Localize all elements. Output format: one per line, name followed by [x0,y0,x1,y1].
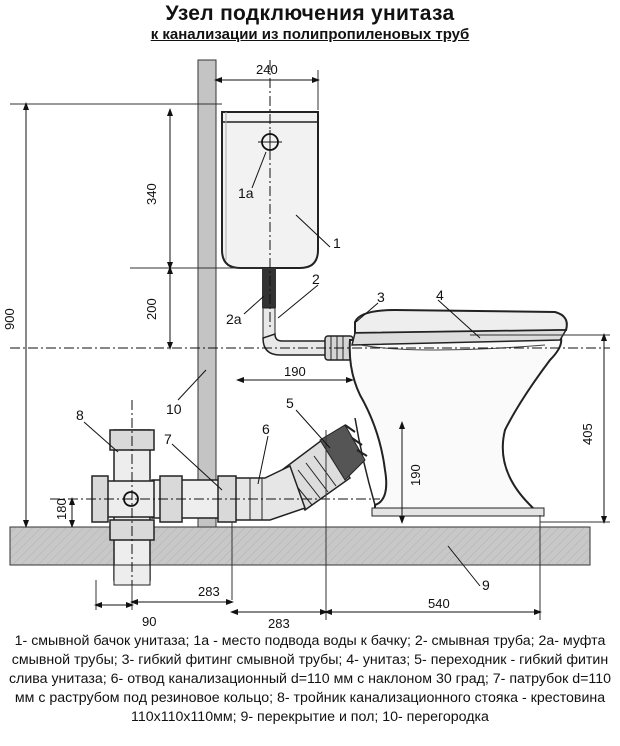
dim-200: 200 [144,298,159,320]
label-2: 2 [312,271,320,287]
label-6: 6 [262,421,270,437]
dimension-lines [23,77,607,615]
partition-wall [197,59,217,528]
dim-283-b: 283 [268,616,290,630]
dim-180: 180 [54,498,69,520]
axis-lines [10,60,610,610]
dim-900: 900 [2,308,17,330]
toilet-bowl [348,308,568,517]
dim-190-vertical: 190 [408,464,423,486]
label-3: 3 [377,289,385,305]
dim-340: 340 [144,183,159,205]
label-8: 8 [76,407,84,423]
dim-190-horizontal: 190 [284,364,306,379]
dim-240: 240 [256,62,278,77]
label-1: 1 [333,235,341,251]
label-1a: 1а [238,185,254,201]
label-7: 7 [164,431,172,447]
dim-405: 405 [580,423,595,445]
label-2a: 2а [226,311,242,327]
leader-lines [83,151,481,587]
diagram-subtitle: к канализации из полипропиленовых труб [150,26,470,43]
dim-283-a: 283 [198,584,220,599]
label-10: 10 [166,401,182,417]
label-5: 5 [286,395,294,411]
label-4: 4 [436,287,444,303]
diagram-title: Узел подключения унитаза [165,2,455,25]
dim-90: 90 [142,614,156,629]
dim-540: 540 [428,596,450,611]
label-9: 9 [482,577,490,593]
legend-text: 1- смывной бачок унитаза; 1а - место под… [8,633,612,725]
toilet-connection-diagram: 1 1а 2 2а 3 4 5 6 7 8 9 10 240 340 200 9… [2,59,610,630]
flush-pipe [262,268,354,361]
